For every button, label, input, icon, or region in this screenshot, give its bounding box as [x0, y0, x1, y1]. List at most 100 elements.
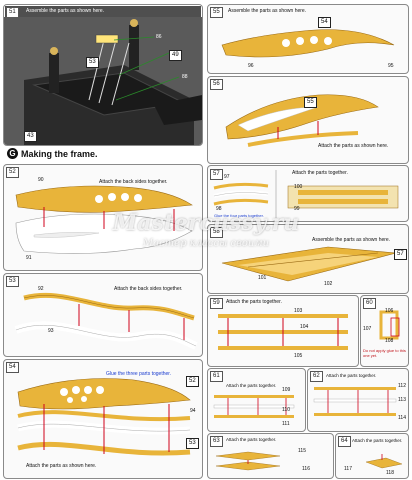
callout-107: 107 [363, 326, 372, 332]
step-60-illustration [379, 310, 400, 340]
callout-96: 96 [248, 63, 254, 69]
step-54-illustration [17, 378, 191, 456]
section-title: Making the frame. [21, 149, 98, 159]
callout-98: 98 [216, 206, 222, 212]
callout-43: 43 [24, 131, 37, 142]
step-58-illustration [221, 246, 397, 282]
callout-101: 101 [258, 275, 267, 281]
callout-93: 93 [48, 328, 54, 334]
step-61-illustration [213, 395, 295, 418]
step-56-caption: Attach the parts as shown here. [318, 143, 389, 149]
step-55-panel: 55 Assemble the parts as shown here. 54 … [207, 4, 409, 74]
callout-111: 111 [282, 421, 290, 427]
step-53-caption: Attach the back sides together. [114, 286, 183, 292]
step-54-caption: Glue the three parts together. [106, 371, 172, 377]
step-52-caption: Attach the back sides together. [99, 179, 168, 185]
callout-117: 117 [344, 466, 352, 472]
callout-115: 115 [298, 448, 306, 454]
callout-100: 100 [294, 184, 303, 190]
callout-99: 99 [294, 206, 300, 212]
callout-114: 114 [398, 415, 406, 421]
callout-102: 102 [324, 281, 333, 287]
callout-53b: 53 [186, 438, 199, 449]
callout-104: 104 [300, 324, 309, 330]
step-61-panel: 61 Attach the parts together. 109 110 11… [207, 368, 306, 432]
callout-53: 53 [86, 57, 99, 68]
step-61-number: 61 [210, 371, 223, 382]
step-64-caption: Attach the parts together. [352, 438, 403, 443]
step-53-illustration [14, 292, 198, 350]
step-59-illustration [218, 314, 348, 350]
callout-109: 109 [282, 387, 291, 393]
callout-103: 103 [294, 308, 303, 314]
callout-112: 112 [398, 383, 406, 389]
step-57-illustration [213, 170, 399, 218]
step-52-number: 52 [6, 167, 19, 178]
callout-95: 95 [388, 63, 394, 69]
step-51-panel: 51 Assemble the parts as shown here. 86 … [3, 4, 203, 146]
right-column: 55 Assemble the parts as shown here. 54 … [207, 2, 409, 479]
step-51-header [5, 6, 201, 17]
step-62-illustration [313, 387, 397, 416]
step-60-number: 60 [363, 298, 376, 309]
callout-52: 52 [186, 376, 199, 387]
step-51-illustration [4, 17, 202, 145]
section-letter: G [7, 148, 18, 159]
step-60-note: Do not apply glue to this one yet. [363, 348, 406, 358]
callout-86: 86 [156, 34, 162, 40]
step-60-panel: 60 106 107 108 Do not apply glue to this… [360, 295, 409, 367]
callout-106: 106 [385, 308, 394, 314]
callout-94: 94 [190, 408, 196, 414]
step-54-caption-2: Attach the parts as shown here. [26, 463, 97, 469]
callout-110: 110 [282, 407, 290, 413]
step-57-number: 57 [210, 169, 223, 180]
callout-92: 92 [38, 286, 44, 292]
step-54-panel: 54 Glue the three parts together. 52 94 … [3, 359, 203, 479]
callout-97: 97 [224, 174, 230, 180]
step-55-illustration [221, 29, 395, 58]
step-63-number: 63 [210, 436, 223, 447]
callout-49: 49 [169, 50, 182, 61]
step-59-number: 59 [210, 298, 223, 309]
callout-105: 105 [294, 353, 303, 359]
step-59-caption: Attach the parts together. [226, 299, 282, 305]
step-61-caption: Attach the parts together. [226, 383, 277, 388]
callout-113: 113 [398, 397, 406, 403]
step-58-panel: 58 Assemble the parts as shown here. 57 … [207, 224, 409, 294]
step-54-number: 54 [6, 362, 19, 373]
callout-57: 57 [394, 249, 407, 260]
step-64-number: 64 [338, 436, 351, 447]
callout-116: 116 [302, 466, 310, 472]
step-63-illustration [215, 451, 281, 471]
step-52-panel: 52 Attach the back sides together. 90 91 [3, 164, 203, 271]
callout-55: 55 [304, 97, 317, 108]
step-63-caption: Attach the parts together. [226, 437, 277, 442]
callout-118: 118 [386, 470, 394, 476]
step-57-caption: Attach the parts together. [292, 170, 348, 176]
step-57-panel: 57 Attach the parts together. 97 98 100 … [207, 165, 409, 222]
section-heading: G Making the frame. [5, 147, 201, 161]
step-52-illustration [15, 185, 193, 254]
step-57-note: Glue the four parts together. [214, 213, 264, 218]
step-55-caption: Assemble the parts as shown here. [228, 8, 307, 14]
step-55-number: 55 [210, 7, 223, 18]
callout-54: 54 [318, 17, 331, 28]
callout-108: 108 [385, 338, 394, 344]
step-58-caption: Assemble the parts as shown here. [312, 237, 391, 243]
callout-90: 90 [38, 177, 44, 183]
callout-88: 88 [182, 74, 188, 80]
step-59-panel: 59 Attach the parts together. 103 104 10… [207, 295, 359, 367]
step-53-number: 53 [6, 276, 19, 287]
step-56-number: 56 [210, 79, 223, 90]
step-56-panel: 56 55 Attach the parts as shown here. [207, 76, 409, 164]
step-51-caption: Assemble the parts as shown here. [26, 8, 105, 14]
step-62-caption: Attach the parts together. [326, 373, 377, 378]
step-53-panel: 53 Attach the back sides together. 92 93 [3, 273, 203, 357]
callout-91: 91 [26, 255, 32, 261]
step-64-illustration [365, 454, 403, 469]
step-62-panel: 62 Attach the parts together. 112 113 11… [307, 368, 409, 432]
step-63-panel: 63 Attach the parts together. 115 116 [207, 433, 334, 479]
step-64-panel: 64 Attach the parts together. 117 118 [335, 433, 409, 479]
left-column: 51 Assemble the parts as shown here. 86 … [3, 2, 203, 479]
step-58-number: 58 [210, 227, 223, 238]
